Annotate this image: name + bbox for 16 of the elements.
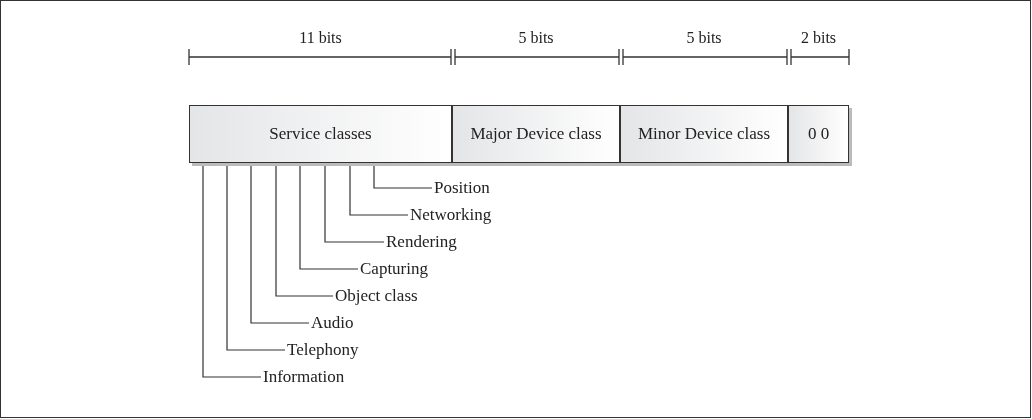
bit-width-label: 5 bits xyxy=(518,28,554,48)
bit-width-label: 2 bits xyxy=(800,28,837,48)
bit-width-label: 5 bits xyxy=(686,28,722,48)
leader-line xyxy=(349,163,409,216)
leader-line xyxy=(299,163,359,270)
bit-field: 0 0 xyxy=(788,105,849,163)
leader-line xyxy=(324,163,385,243)
leader-line xyxy=(250,163,310,324)
leader-line xyxy=(373,163,433,189)
bit-width-label: 11 bits xyxy=(299,28,342,48)
leader-line xyxy=(202,163,262,378)
leader-line xyxy=(226,163,286,351)
leader-line xyxy=(275,163,334,297)
bit-field: Major Device class xyxy=(452,105,620,163)
bit-field: Service classes xyxy=(189,105,452,163)
bit-field: Minor Device class xyxy=(620,105,788,163)
